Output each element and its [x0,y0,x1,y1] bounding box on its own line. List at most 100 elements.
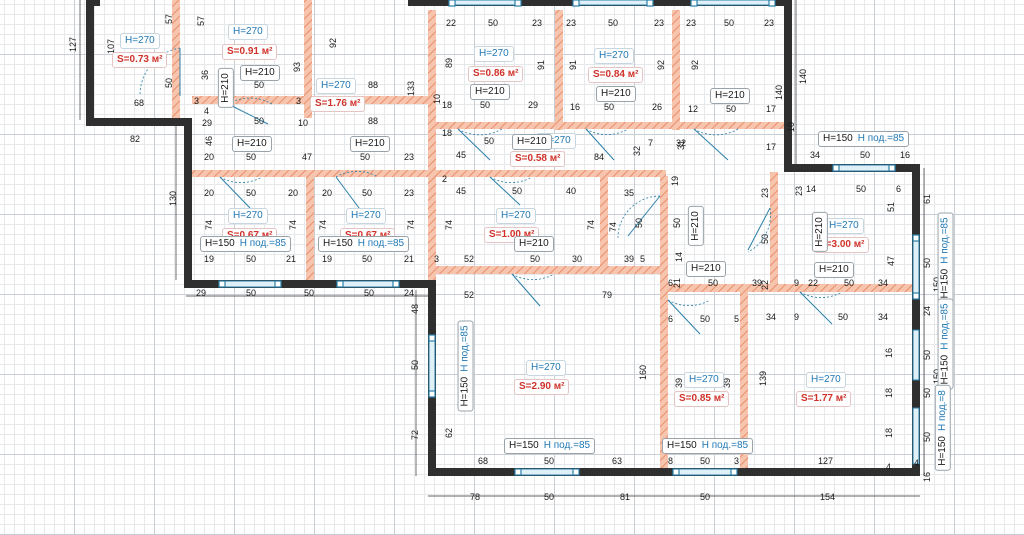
dim-50: 50 [480,100,490,110]
window-sill-height: H под.=85 [939,303,951,350]
dim-24: 24 [404,288,414,298]
window-label: H=150 H под.=85 [457,320,474,412]
dim-50: 50 [488,18,498,28]
dim-17: 17 [766,104,776,114]
dim-50: 50 [246,288,256,298]
dim-30: 30 [572,254,582,264]
window-sill-height: H под.=85 [357,238,405,249]
dim-74: 74 [406,220,416,230]
dim-68: 68 [478,456,488,466]
dim-23: 23 [794,186,804,196]
dim-74: 74 [288,220,298,230]
dim-84: 84 [594,152,604,162]
dim-39: 39 [624,254,634,264]
dim-7: 7 [648,138,653,148]
dim-16: 16 [922,472,932,482]
dim-10: 10 [786,122,796,132]
dim-81: 81 [620,492,630,502]
dim-34: 34 [878,278,888,288]
dim-8: 8 [668,456,673,466]
dim-78: 78 [470,492,480,502]
dim-50: 50 [360,152,370,162]
dim-74: 74 [204,220,214,230]
dim-93: 93 [292,62,302,72]
window-height: H=150 [939,354,951,385]
dim-39: 39 [674,378,684,388]
dim-20: 20 [322,188,332,198]
dim-45: 45 [456,150,466,160]
dim-50: 50 [672,218,682,228]
dim-45: 45 [456,186,466,196]
dim-107: 107 [106,39,116,54]
window-sill-height: H под.=85 [459,325,471,372]
door-height-label: H=210 [350,136,390,152]
window-height: H=150 [823,133,853,144]
window-sill-height: H под.=85 [701,440,749,451]
dim-23: 23 [686,18,696,28]
door-height-label: H=210 [512,134,552,150]
dimension-lines [79,0,925,497]
dim-50: 50 [760,234,770,244]
dim-74: 74 [444,220,454,230]
dim-32: 32 [632,146,642,156]
dim-50: 50 [544,492,554,502]
dim-32: 32 [676,138,686,148]
dim-50: 50 [700,456,710,466]
window-height: H=150 [459,376,471,407]
dim-3: 3 [296,96,301,106]
room-area-label: S=0.84 м² [588,67,644,83]
door-height-label: H=210 [687,206,704,246]
door-height-label: H=210 [232,136,272,152]
dim-29: 29 [528,100,538,110]
dim-72: 72 [410,430,420,440]
dim-6: 6 [668,278,673,288]
dim-18: 18 [884,428,894,438]
dim-50: 50 [922,388,932,398]
dim-68: 68 [134,98,144,108]
dim-22: 22 [808,278,818,288]
dim-91: 91 [568,60,578,70]
door-height-label: H=210 [596,86,636,102]
dim-22: 22 [760,280,770,290]
dim-16: 16 [900,150,910,160]
dim-50: 50 [484,136,494,146]
door-height-label: H=210 [686,261,726,277]
dim-50: 50 [512,186,522,196]
dim-4: 4 [886,462,891,472]
window-height: H=150 [936,436,948,466]
dim-23: 23 [404,152,414,162]
dim-23: 23 [654,18,664,28]
dim-50: 50 [362,188,372,198]
window-sill-height: H под.=85 [939,217,951,264]
room-height-label: H=270 [228,208,268,224]
dim-150: 150 [932,277,942,292]
dim-50: 50 [700,492,710,502]
dim-50: 50 [410,360,420,370]
window-label: H=150 H под.=8 [934,385,951,471]
dim-150: 150 [932,369,942,384]
dim-3: 3 [194,96,199,106]
dim-21: 21 [286,254,296,264]
dim-50: 50 [708,278,718,288]
dim-48: 48 [410,304,420,314]
dim-91: 91 [536,60,546,70]
dim-35: 35 [624,188,634,198]
dim-19: 19 [670,176,680,186]
dim-2: 2 [442,174,447,184]
dim-3: 3 [734,456,739,466]
room-area-label: S=0.86 м² [468,66,524,82]
dim-36: 36 [200,70,210,80]
room-area-label: S=0.73 м² [112,52,168,68]
dim-50: 50 [254,80,264,90]
dim-39: 39 [722,378,732,388]
dim-50: 50 [860,150,870,160]
dim-160: 160 [638,365,648,380]
window-sill-height: H под.=8 [936,390,948,432]
dim-5: 5 [734,314,739,324]
dim-74: 74 [608,222,618,232]
dim-34: 34 [766,312,776,322]
dim-133: 133 [406,81,416,96]
dim-62: 62 [444,428,454,438]
